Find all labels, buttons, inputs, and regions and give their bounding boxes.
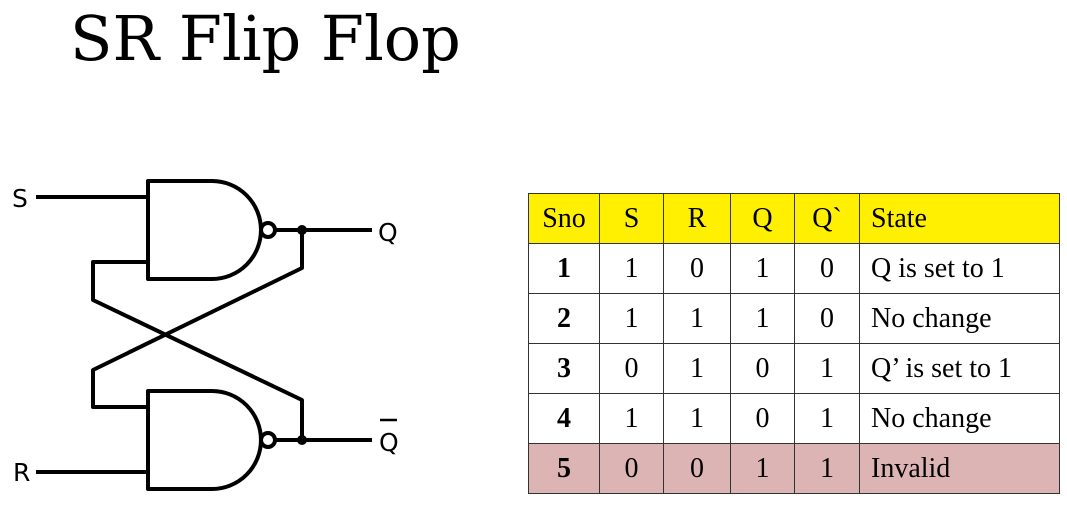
page-title: SR Flip Flop [70, 2, 461, 75]
cell-q: 1 [730, 293, 795, 344]
cell-q: 0 [730, 343, 795, 394]
header-sno: Sno [528, 193, 600, 244]
cell-state: Q’ is set to 1 [859, 343, 1060, 394]
input-label-s: S [12, 184, 28, 213]
table-row: 3 0 1 0 1 Q’ is set to 1 [528, 343, 1060, 394]
inverter-bubble-bottom [259, 431, 277, 449]
nand-gate-top [146, 179, 263, 281]
header-q: Q [730, 193, 795, 244]
cell-sno: 4 [528, 393, 600, 444]
header-r: R [663, 193, 731, 244]
cell-state: No change [859, 293, 1060, 344]
cell-q: 1 [730, 443, 795, 494]
junction-dot-q-bar [297, 435, 307, 445]
cell-q-bar: 0 [794, 293, 860, 344]
inverter-bubble-top [259, 221, 277, 239]
cell-sno: 5 [528, 443, 600, 494]
truth-table: Sno S R Q Q` State 1 1 0 1 0 Q is set to… [528, 193, 1060, 494]
cell-state: No change [859, 393, 1060, 444]
cell-state: Q is set to 1 [859, 243, 1060, 294]
cell-q-bar: 1 [794, 393, 860, 444]
cell-r: 1 [663, 393, 731, 444]
cell-r: 0 [663, 443, 731, 494]
cell-r: 1 [663, 293, 731, 344]
truth-table-header-row: Sno S R Q Q` State [528, 193, 1060, 244]
cell-state: Invalid [859, 443, 1060, 494]
cell-s: 1 [599, 293, 664, 344]
nand-gate-bottom [146, 389, 263, 491]
table-row: 4 1 1 0 1 No change [528, 393, 1060, 444]
cell-q-bar: 1 [794, 443, 860, 494]
cell-s: 1 [599, 243, 664, 294]
cell-s: 0 [599, 443, 664, 494]
table-row: 1 1 0 1 0 Q is set to 1 [528, 243, 1060, 294]
cell-q-bar: 0 [794, 243, 860, 294]
feedback-wire-qbar-to-top [91, 260, 304, 440]
cell-r: 1 [663, 343, 731, 394]
input-label-r: R [13, 458, 30, 487]
cell-q: 0 [730, 393, 795, 444]
table-row-invalid: 5 0 0 1 1 Invalid [528, 443, 1060, 494]
feedback-wire-q-to-bottom [91, 230, 304, 409]
cell-sno: 1 [528, 243, 600, 294]
cell-r: 0 [663, 243, 731, 294]
header-q-bar: Q` [794, 193, 860, 244]
sr-flip-flop-circuit: S R Q Q [12, 179, 399, 491]
cell-q-bar: 1 [794, 343, 860, 394]
cell-s: 0 [599, 343, 664, 394]
header-state: State [859, 193, 1060, 244]
cell-sno: 3 [528, 343, 600, 394]
output-label-q: Q [378, 218, 398, 247]
cell-q: 1 [730, 243, 795, 294]
output-label-q-bar: Q [379, 428, 399, 457]
cell-s: 1 [599, 393, 664, 444]
junction-dot-q [297, 225, 307, 235]
table-row: 2 1 1 1 0 No change [528, 293, 1060, 344]
cell-sno: 2 [528, 293, 600, 344]
header-s: S [599, 193, 664, 244]
